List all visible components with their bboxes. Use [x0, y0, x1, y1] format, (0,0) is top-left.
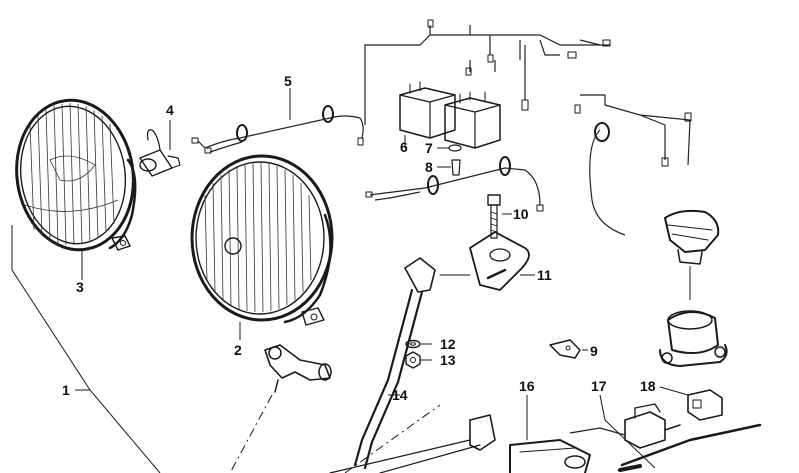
- washer-12[interactable]: [405, 339, 432, 349]
- callout-17: 17: [591, 378, 607, 394]
- callout-14: 14: [392, 387, 408, 403]
- cable-harness-lower[interactable]: [365, 156, 544, 212]
- nut-13[interactable]: [405, 351, 432, 369]
- callout-2: 2: [234, 342, 242, 358]
- connector-18[interactable]: [659, 386, 723, 421]
- washer-7[interactable]: [437, 144, 462, 152]
- callout-6: 6: [400, 139, 408, 155]
- screw-8[interactable]: [437, 159, 461, 176]
- bulb-holder[interactable]: [139, 120, 181, 177]
- clip-9[interactable]: [549, 339, 588, 359]
- callout-4: 4: [166, 102, 174, 118]
- fog-lamp-center[interactable]: [190, 154, 334, 340]
- relay-16[interactable]: [509, 395, 591, 473]
- callout-16: 16: [519, 378, 535, 394]
- cable-harness-right[interactable]: [574, 94, 692, 236]
- callout-5: 5: [284, 73, 292, 89]
- callout-12: 12: [440, 336, 456, 352]
- callout-18: 18: [640, 378, 656, 394]
- callout-10: 10: [513, 206, 529, 222]
- callout-7: 7: [425, 140, 433, 156]
- callout-8: 8: [425, 159, 433, 175]
- callout-labels: 1 2 3 4 5 6 7 8 9 10 11 12 13 14 16 17 1…: [62, 73, 656, 403]
- callout-13: 13: [440, 352, 456, 368]
- relay-assembly[interactable]: [364, 19, 611, 149]
- callout-9: 9: [590, 343, 598, 359]
- fog-light-switch[interactable]: [659, 209, 728, 367]
- bolt-10[interactable]: [487, 194, 512, 239]
- mounting-frame: [11, 225, 496, 473]
- cable-harness-5[interactable]: [191, 88, 364, 154]
- callout-3: 3: [76, 279, 84, 295]
- connector-17[interactable]: [569, 394, 762, 472]
- mounting-bracket-11[interactable]: [469, 231, 535, 291]
- support-arm-14[interactable]: [353, 257, 471, 470]
- callout-11: 11: [537, 267, 552, 283]
- fog-lamp-left[interactable]: [7, 93, 143, 280]
- callout-1: 1: [62, 382, 70, 398]
- lamp-adjuster[interactable]: [229, 344, 332, 473]
